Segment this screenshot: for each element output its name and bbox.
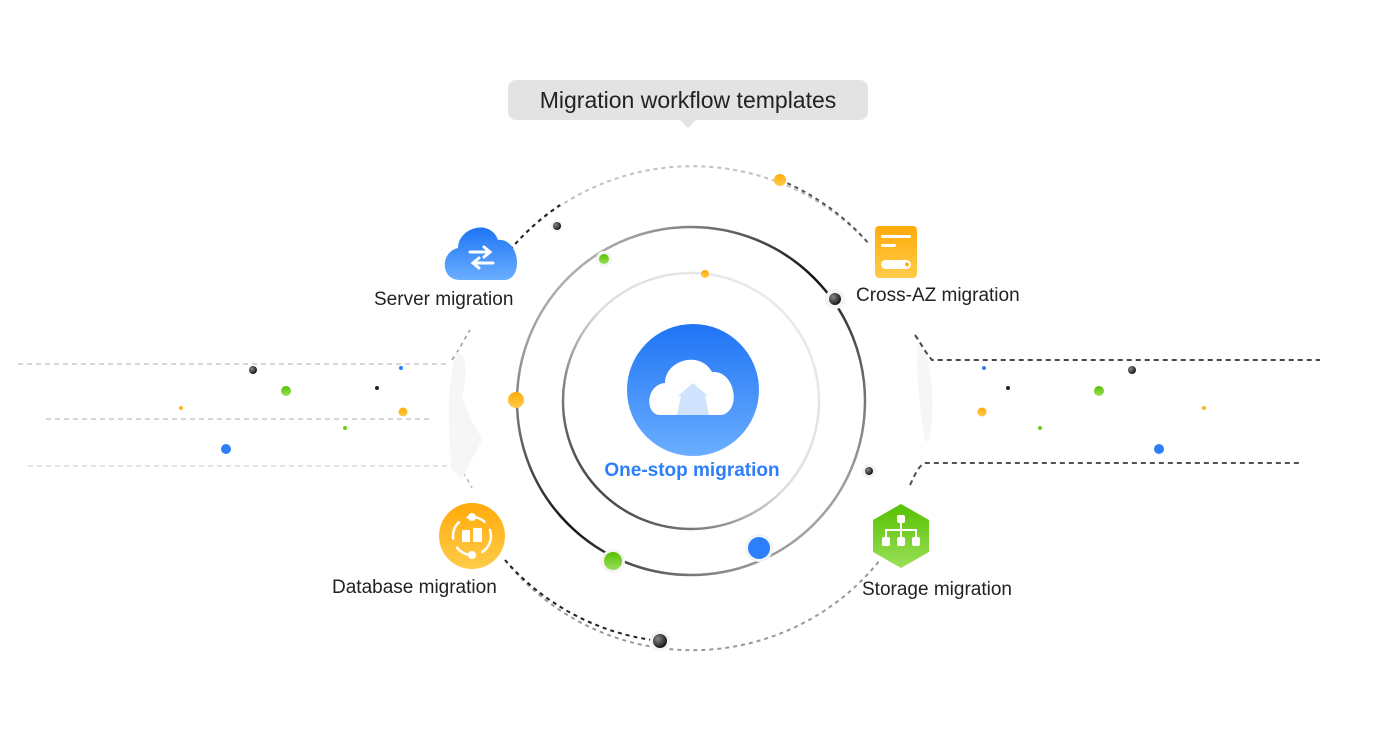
workflow-templates-tooltip: Migration workflow templates: [508, 80, 868, 128]
database-migration-label[interactable]: Database migration: [332, 577, 497, 598]
database-sync-icon[interactable]: [439, 503, 505, 569]
server-storage-icon[interactable]: [875, 226, 917, 278]
center-label[interactable]: One-stop migration: [604, 460, 780, 481]
center-hub[interactable]: [627, 324, 759, 456]
decorative-dots: [179, 174, 1206, 651]
tooltip-title: Migration workflow templates: [539, 86, 837, 113]
inner-ring: [561, 271, 821, 531]
right-connector-lines: [909, 334, 1376, 486]
server-migration-label[interactable]: Server migration: [374, 289, 514, 310]
hierarchy-icon[interactable]: [873, 504, 929, 568]
outer-ring: [504, 165, 881, 652]
cross-az-migration-label[interactable]: Cross-AZ migration: [856, 285, 1020, 306]
left-connector-lines: [18, 329, 482, 489]
cloud-upload-icon: [649, 359, 734, 415]
cloud-transfer-icon[interactable]: [444, 227, 517, 280]
storage-migration-label[interactable]: Storage migration: [862, 579, 1012, 600]
